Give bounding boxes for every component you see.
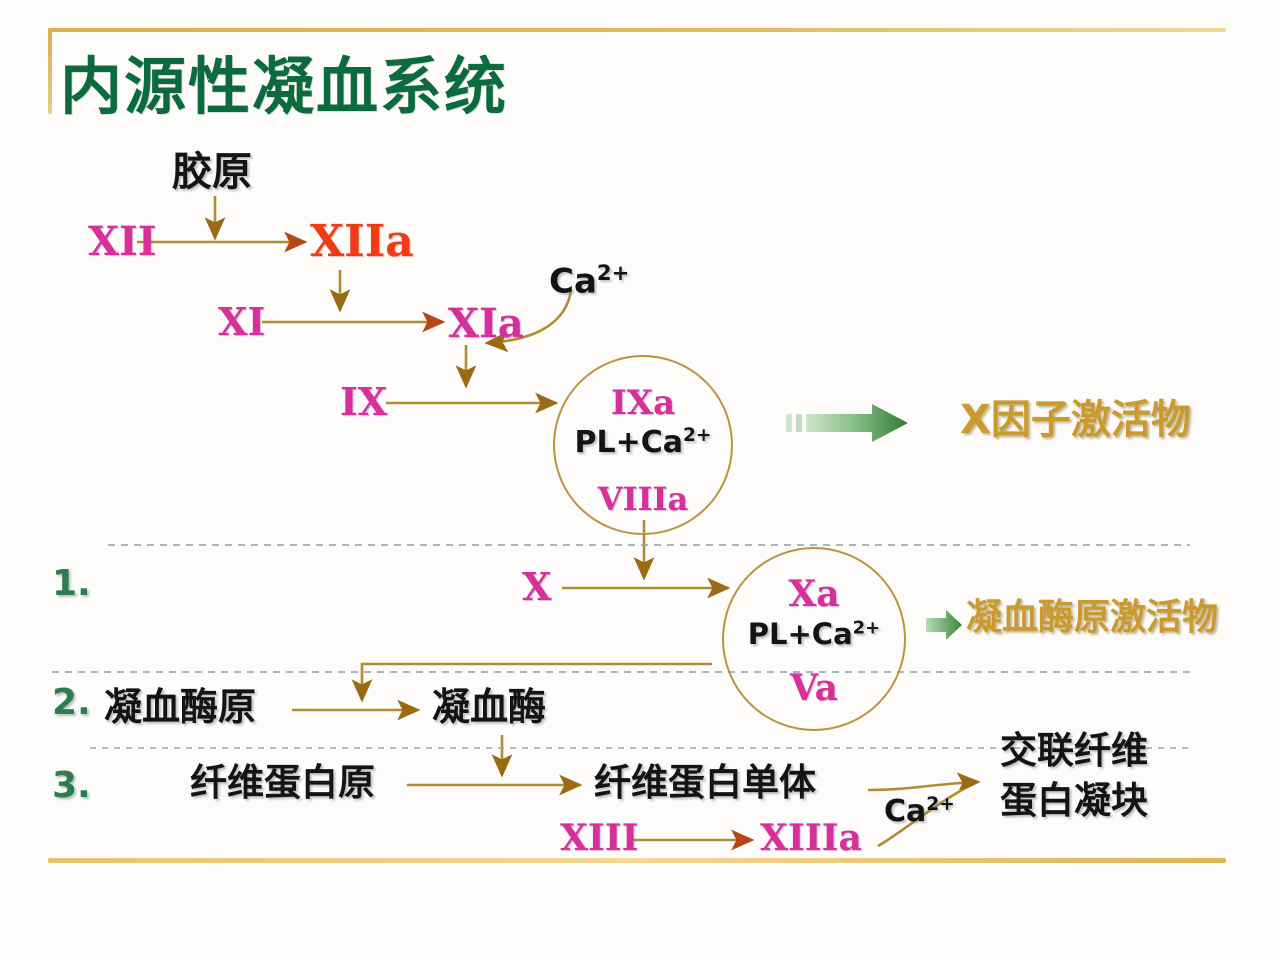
node-factor-x: X — [522, 564, 552, 609]
final-product-line-1: 交联纤维 — [1000, 729, 1148, 772]
calcium-bottom-text: Ca — [884, 794, 927, 829]
step-number-1: 1. — [52, 563, 91, 604]
node-factor-xii: XII — [88, 218, 157, 265]
complex-circle-one: IXa PL+Ca2+ VIIIa — [553, 355, 733, 535]
output-prothrombin-activator: 凝血酶原激活物 — [966, 597, 1219, 638]
calcium-top-text: Ca — [549, 261, 597, 302]
complex-two-top: Xa — [788, 573, 840, 615]
frame-left-rule — [48, 28, 52, 114]
complex-two-bottom: Va — [790, 667, 838, 709]
node-factor-xiiia: XIIIa — [760, 817, 862, 859]
node-thrombin: 凝血酶 — [432, 685, 547, 729]
step-number-2: 2. — [52, 682, 91, 723]
calcium-bottom-superscript: 2+ — [926, 794, 955, 815]
complex-one-bottom: VIIIa — [597, 480, 689, 518]
node-factor-xia: XIa — [448, 300, 524, 347]
node-factor-xiii: XIII — [560, 817, 639, 859]
node-collagen: 胶原 — [172, 149, 252, 195]
node-prothrombin: 凝血酶原 — [104, 685, 257, 729]
node-calcium-bottom: Ca2+ — [884, 794, 955, 829]
complex-one-middle: PL+Ca2+ — [555, 425, 731, 460]
frame-bottom-rule — [48, 858, 1226, 863]
node-factor-ix: IX — [340, 379, 388, 424]
complex-one-top: IXa — [610, 383, 676, 423]
complex-one-middle-text: PL+Ca — [574, 425, 683, 460]
complex-two-middle-text: PL+Ca — [747, 617, 853, 651]
complex-circle-two: Xa PL+Ca2+ Va — [722, 547, 906, 731]
node-factor-xiia: XIIa — [310, 216, 414, 267]
frame-top-rule — [48, 28, 1226, 32]
output-factor-x-activator: X因子激活物 — [960, 397, 1191, 443]
node-factor-xi: XI — [218, 299, 266, 344]
calcium-top-superscript: 2+ — [596, 260, 630, 285]
green-gradient-arrow-icon — [786, 404, 908, 442]
final-product-line-2: 蛋白凝块 — [1000, 779, 1148, 822]
complex-one-middle-superscript: 2+ — [682, 425, 712, 446]
small-green-arrow-icon — [926, 610, 962, 640]
node-fibrin-monomer: 纤维蛋白单体 — [594, 761, 816, 804]
complex-two-middle: PL+Ca2+ — [724, 617, 904, 651]
node-calcium-top: Ca2+ — [549, 262, 629, 298]
node-fibrinogen: 纤维蛋白原 — [190, 761, 375, 804]
step-number-3: 3. — [52, 765, 91, 806]
page-title: 内源性凝血系统 — [60, 50, 509, 123]
complex-two-middle-superscript: 2+ — [852, 617, 881, 639]
